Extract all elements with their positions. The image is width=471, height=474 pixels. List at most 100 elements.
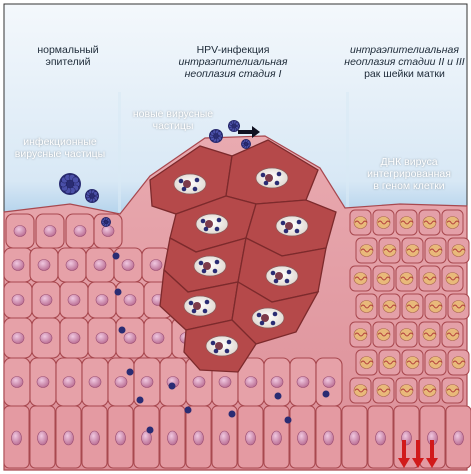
virion-dot-0-3 bbox=[182, 187, 187, 192]
virion-dot-8-2 bbox=[225, 349, 230, 354]
basal-nucleus-1 bbox=[38, 431, 48, 445]
label-cin-line2: неоплазия стадии II и III bbox=[338, 56, 471, 68]
normal-cell-r0-c0-nucleus bbox=[14, 226, 26, 237]
label-normal-epithelium: нормальный эпителий bbox=[18, 44, 118, 68]
cin-nucleus-r0-c2 bbox=[400, 217, 413, 229]
cin-nucleus-r1-c4 bbox=[452, 245, 465, 257]
cin-nucleus-r5-c1 bbox=[383, 357, 396, 369]
virus-particle-0 bbox=[113, 253, 120, 260]
normal-cell-r1-c4-nucleus bbox=[122, 260, 134, 271]
virus-particle-near-surface-capsomer-9 bbox=[107, 219, 110, 222]
normal-cell-r4-c7-nucleus bbox=[193, 377, 205, 388]
basal-nucleus-0 bbox=[12, 431, 22, 445]
normal-cell-r4-c9-nucleus bbox=[245, 377, 257, 388]
label-cin-line1: интраэпителиальная bbox=[338, 44, 471, 56]
virion-dot-2-2 bbox=[215, 227, 220, 232]
basal-nucleus-9 bbox=[246, 431, 256, 445]
label-new-line2: частицы bbox=[118, 120, 228, 132]
cin-nucleus-r3-c1 bbox=[383, 301, 396, 313]
virion-dot-0-2 bbox=[193, 187, 198, 192]
basal-nucleus-17 bbox=[454, 431, 464, 445]
label-normal-line1: нормальный bbox=[18, 44, 118, 56]
virus-particle-5 bbox=[147, 427, 154, 434]
virion-dot-1-2 bbox=[275, 181, 280, 186]
normal-cell-r3-c2-nucleus bbox=[68, 333, 80, 344]
basal-nucleus-12 bbox=[324, 431, 334, 445]
basal-nucleus-6 bbox=[168, 431, 178, 445]
basal-nucleus-13 bbox=[350, 431, 360, 445]
virion-dot-8-1 bbox=[227, 340, 232, 345]
label-new-particles: новые вирусные частицы bbox=[118, 108, 228, 132]
label-integrated-dna: ДНК вируса интегрированная в геном клетк… bbox=[354, 156, 464, 192]
cin-nucleus-r1-c0 bbox=[360, 245, 373, 257]
cin-nucleus-r6-c0 bbox=[354, 385, 367, 397]
label-hpv-line3: неоплазия стадия I bbox=[158, 68, 308, 80]
virion-dot-3-0 bbox=[281, 221, 286, 226]
normal-cell-r4-c5-nucleus bbox=[141, 377, 153, 388]
normal-cell-r3-c1-nucleus bbox=[40, 333, 52, 344]
normal-cell-r2-c1-nucleus bbox=[40, 295, 52, 306]
basal-nucleus-3 bbox=[90, 431, 100, 445]
basal-nucleus-8 bbox=[220, 431, 230, 445]
virus-particle-2 bbox=[119, 327, 126, 334]
virus-particle-7 bbox=[229, 411, 236, 418]
cin-nucleus-r3-c3 bbox=[429, 301, 442, 313]
normal-cell-r0-c3-nucleus bbox=[102, 226, 114, 237]
virion-dot-1-1 bbox=[277, 172, 282, 177]
virus-particle-6 bbox=[185, 407, 192, 414]
label-hpv-infection: HPV-инфекция интраэпителиальная неоплази… bbox=[158, 44, 308, 80]
normal-cell-r0-c1-nucleus bbox=[44, 226, 56, 237]
label-infectious-particles: инфекционные вирусные частицы bbox=[4, 136, 116, 160]
cin-nucleus-r6-c3 bbox=[423, 385, 436, 397]
cin-nucleus-r1-c2 bbox=[406, 245, 419, 257]
normal-cell-r4-c2-nucleus bbox=[63, 377, 75, 388]
virus-particle-1 bbox=[115, 289, 122, 296]
cin-nucleus-r4-c3 bbox=[423, 329, 436, 341]
cin-nucleus-r2-c0 bbox=[354, 273, 367, 285]
virus-cluster-small-capsomer-9 bbox=[94, 191, 98, 195]
virion-dot-4-1 bbox=[215, 260, 220, 265]
normal-cell-r4-c0-nucleus bbox=[11, 377, 23, 388]
cin-nucleus-r4-c4 bbox=[446, 329, 459, 341]
basal-nucleus-10 bbox=[272, 431, 282, 445]
cin-nucleus-r3-c0 bbox=[360, 301, 373, 313]
normal-cell-r1-c1-nucleus bbox=[38, 260, 50, 271]
basal-nucleus-4 bbox=[116, 431, 126, 445]
basal-nucleus-2 bbox=[64, 431, 74, 445]
virion-dot-0-0 bbox=[179, 179, 184, 184]
normal-cell-r4-c12-nucleus bbox=[323, 377, 335, 388]
virus-particle-8 bbox=[275, 393, 282, 400]
cin-nucleus-r0-c4 bbox=[446, 217, 459, 229]
label-infectious-line2: вирусные частицы bbox=[4, 148, 116, 160]
normal-cell-r1-c5-nucleus bbox=[150, 260, 162, 271]
normal-cell-r4-c11-nucleus bbox=[297, 377, 309, 388]
virion-dot-1-0 bbox=[261, 173, 266, 178]
virion-dot-7-2 bbox=[271, 321, 276, 326]
label-dna-line2: интегрированная bbox=[354, 168, 464, 180]
virion-dot-6-1 bbox=[205, 300, 210, 305]
normal-cell-r4-c4-nucleus bbox=[115, 377, 127, 388]
virion-dot-2-0 bbox=[201, 219, 206, 224]
normal-cell-r3-c4-nucleus bbox=[124, 333, 136, 344]
cin-nucleus-r3-c4 bbox=[452, 301, 465, 313]
virus-particle-3 bbox=[127, 369, 134, 376]
normal-cell-r3-c3-nucleus bbox=[96, 333, 108, 344]
virion-dot-7-1 bbox=[273, 312, 278, 317]
cin-nucleus-r2-c3 bbox=[423, 273, 436, 285]
cin-nucleus-r0-c0 bbox=[354, 217, 367, 229]
virion-dot-3-1 bbox=[297, 220, 302, 225]
normal-cell-r3-c0-nucleus bbox=[12, 333, 24, 344]
label-new-line1: новые вирусные bbox=[118, 108, 228, 120]
virion-dot-1-3 bbox=[264, 181, 269, 186]
virion-dot-8-3 bbox=[214, 349, 219, 354]
cin-nucleus-r2-c1 bbox=[377, 273, 390, 285]
normal-cell-r1-c2-nucleus bbox=[66, 260, 78, 271]
virion-dot-7-3 bbox=[260, 321, 265, 326]
cin-nucleus-r4-c1 bbox=[377, 329, 390, 341]
normal-cell-r3-c5-nucleus bbox=[152, 333, 164, 344]
virion-dot-5-0 bbox=[271, 271, 276, 276]
cin-nucleus-r6-c2 bbox=[400, 385, 413, 397]
cin-nucleus-r0-c1 bbox=[377, 217, 390, 229]
normal-cell-r2-c0-nucleus bbox=[12, 295, 24, 306]
